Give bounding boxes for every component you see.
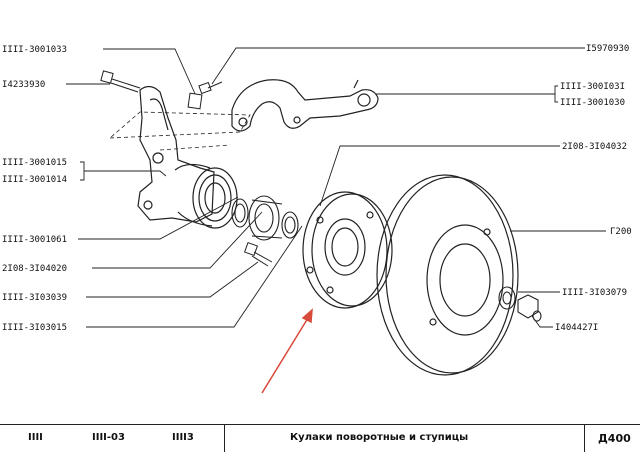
brake-disc bbox=[376, 174, 519, 376]
callout-c6: 2I08-3I04020 bbox=[2, 264, 67, 274]
bolt-I5970930 bbox=[198, 81, 223, 95]
wheel-hub bbox=[302, 191, 393, 309]
footer-title: Кулаки поворотные и ступицы bbox=[290, 432, 469, 443]
steering-arm bbox=[231, 79, 379, 132]
leader-c9 bbox=[211, 47, 585, 85]
steering-knuckle bbox=[137, 85, 238, 229]
leader-c8 bbox=[86, 225, 303, 328]
red-arrow bbox=[261, 308, 313, 394]
callout-c3: IIII-3001015 bbox=[2, 158, 67, 168]
callout-c13: Г200 bbox=[610, 227, 632, 237]
leader-c10c11 bbox=[554, 85, 558, 103]
axis-dashes bbox=[109, 111, 251, 151]
callout-c4: IIII-3001014 bbox=[2, 175, 67, 185]
callout-c11: IIII-3001030 bbox=[560, 98, 625, 108]
leader-c1 bbox=[103, 48, 197, 97]
callout-c12: 2I08-3I04032 bbox=[562, 142, 627, 152]
bearing-set bbox=[231, 195, 299, 241]
footer-bar: IIII IIII-03 IIII3 Кулаки поворотные и с… bbox=[0, 424, 640, 452]
footer-model-3: IIII3 bbox=[172, 432, 194, 443]
leader-c5 bbox=[78, 196, 239, 240]
leader-c34-line bbox=[84, 170, 167, 177]
callout-c7: IIII-3I03039 bbox=[2, 293, 67, 303]
leader-c3c4 bbox=[80, 161, 85, 181]
callout-c5: IIII-3001061 bbox=[2, 235, 67, 245]
bolt-IIII-3I03039 bbox=[243, 241, 273, 267]
footer-model-2: IIII-03 bbox=[92, 432, 125, 443]
bolt-I4233930 bbox=[100, 70, 141, 93]
callout-c15: I404427I bbox=[555, 323, 598, 333]
footer-model-1: IIII bbox=[28, 432, 43, 443]
callout-c1: IIII-3001033 bbox=[2, 45, 67, 55]
leader-c6 bbox=[92, 211, 263, 269]
footer-code: Д400 bbox=[598, 432, 631, 445]
footer-separator-1 bbox=[224, 425, 225, 452]
callout-c14: IIII-3I03079 bbox=[562, 288, 627, 298]
callout-c8: IIII-3I03015 bbox=[2, 323, 67, 333]
leader-c15 bbox=[531, 315, 553, 328]
washer-nut bbox=[498, 286, 542, 322]
callout-c10: IIII-300I03I bbox=[560, 82, 625, 92]
plate-IIII-3001033 bbox=[187, 92, 203, 110]
callout-c2: I4233930 bbox=[2, 80, 45, 90]
footer-separator-2 bbox=[584, 425, 585, 452]
leader-c12 bbox=[319, 145, 560, 207]
callout-c9: I5970930 bbox=[586, 44, 629, 54]
leader-c7 bbox=[86, 261, 259, 298]
